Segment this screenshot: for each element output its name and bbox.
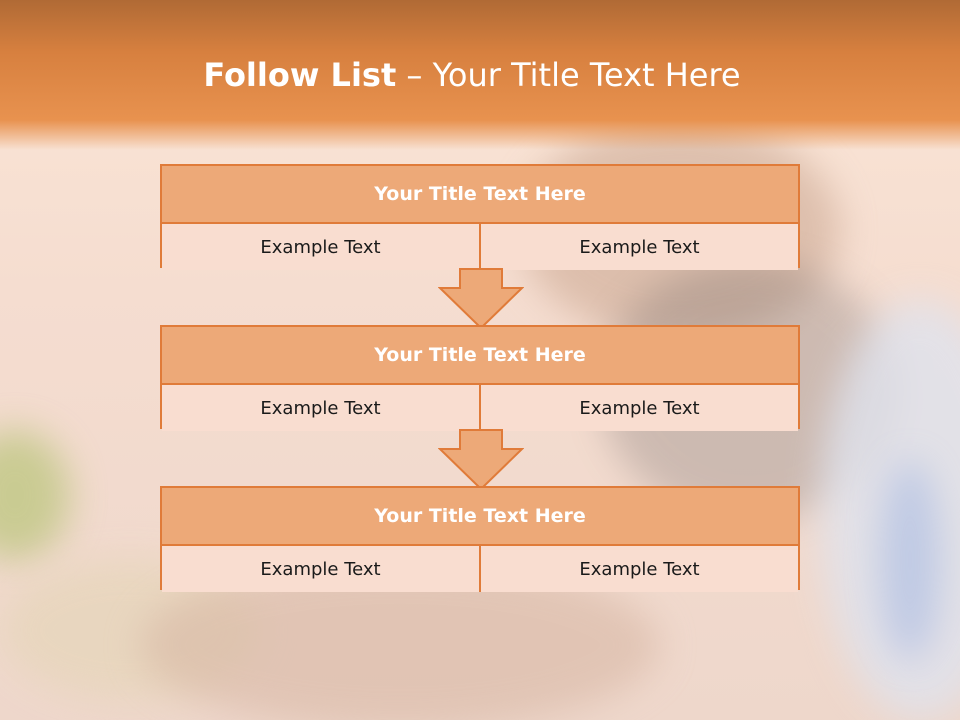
slide-title-rest: – Your Title Text Here <box>396 56 741 94</box>
background-photo-shape <box>0 430 70 560</box>
flow-block-2: Your Title Text Here Example Text Exampl… <box>160 325 800 431</box>
flow-block-3: Your Title Text Here Example Text Exampl… <box>160 486 800 592</box>
slide-title-bold: Follow List <box>203 56 397 94</box>
flow-block-row: Example Text Example Text <box>162 546 798 592</box>
flow-block-title: Your Title Text Here <box>162 488 798 546</box>
flow-block-cell-left: Example Text <box>162 385 479 431</box>
flow-block-cell-right: Example Text <box>479 385 798 431</box>
flow-block-title: Your Title Text Here <box>162 166 798 224</box>
flow-block-cell-left: Example Text <box>162 546 479 592</box>
down-arrow-icon <box>438 429 524 491</box>
flow-block-row: Example Text Example Text <box>162 385 798 431</box>
header-band <box>0 0 960 150</box>
flow-block-title: Your Title Text Here <box>162 327 798 385</box>
slide-title: Follow List – Your Title Text Here <box>0 55 944 95</box>
flow-block-1: Your Title Text Here Example Text Exampl… <box>160 164 800 270</box>
flow-block-row: Example Text Example Text <box>162 224 798 270</box>
flow-block-cell-right: Example Text <box>479 224 798 270</box>
flow-block-cell-left: Example Text <box>162 224 479 270</box>
background-photo-shape <box>880 460 940 660</box>
down-arrow-icon <box>438 268 524 330</box>
flow-block-cell-right: Example Text <box>479 546 798 592</box>
